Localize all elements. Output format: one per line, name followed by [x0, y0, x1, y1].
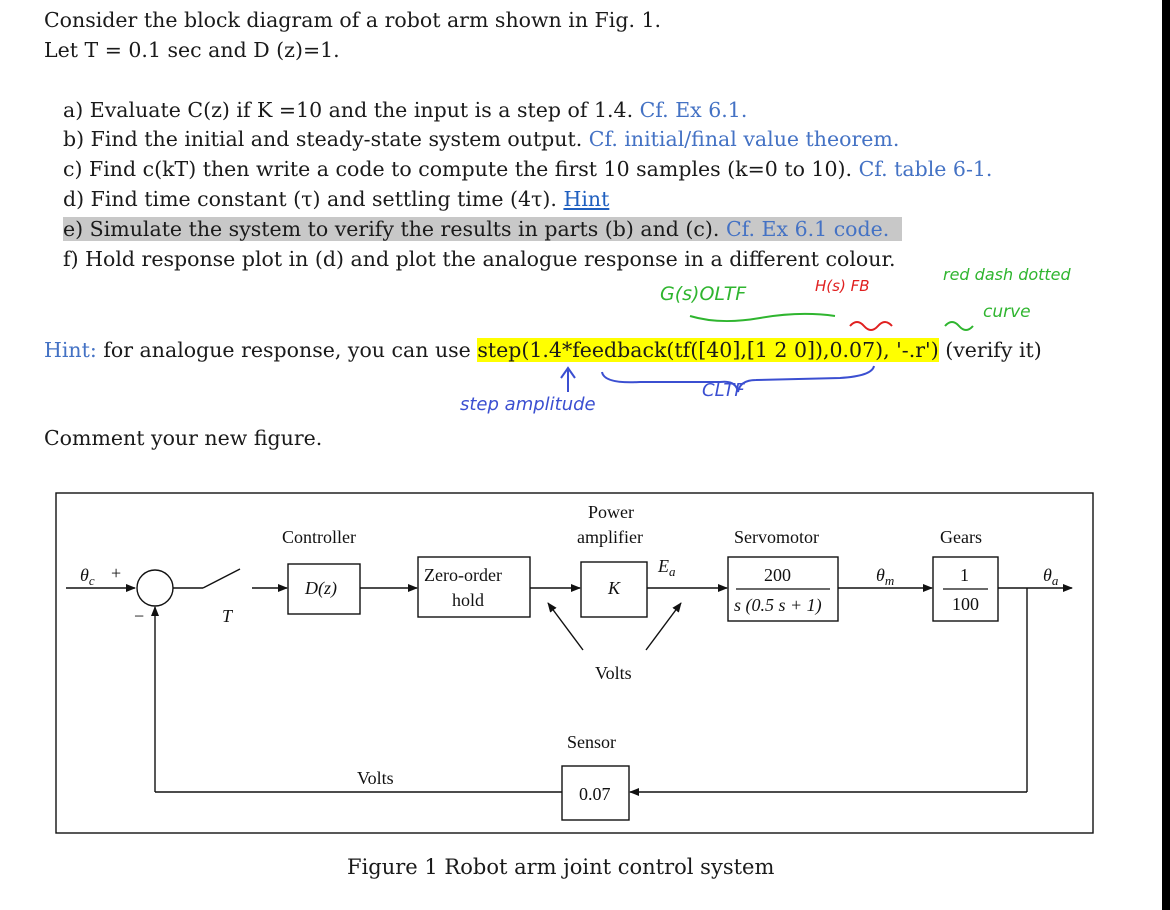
annotation-red-dash-dotted: red dash dotted [943, 265, 1071, 284]
item-f: f) Hold response plot in (d) and plot th… [63, 247, 896, 271]
annotation-gs-oltf: G(s)OLTF [660, 283, 747, 305]
comment-line: Comment your new figure. [44, 426, 323, 450]
item-d: d) Find time constant (τ) and settling t… [63, 187, 610, 211]
diagram-frame [55, 492, 1094, 834]
item-e-highlight: e) Simulate the system to verify the res… [63, 217, 903, 241]
zoh-line-1: Zero-order [424, 565, 502, 585]
annotation-hs-fb: H(s) FB [815, 277, 870, 295]
amp-gain: K [607, 578, 621, 598]
controller-transfer: D(z) [304, 578, 337, 599]
summing-junction [136, 569, 174, 607]
volts-arrow-left [547, 602, 584, 651]
hint-link[interactable]: Hint [563, 187, 610, 211]
item-e: e) Simulate the system to verify the res… [63, 215, 903, 243]
gears-numerator: 1 [960, 565, 969, 585]
theta-a: θa [1043, 565, 1059, 588]
plus-sign: + [111, 563, 121, 583]
hint-code: step(1.4*feedback(tf([40],[1 2 0]),0.07)… [477, 338, 939, 362]
sensor-block [561, 765, 630, 821]
sampler-switch [202, 568, 241, 589]
hint-line: Hint: for analogue response, you can use… [44, 338, 1042, 362]
amp-label-1: Power [588, 502, 634, 522]
theta-m: θm [876, 565, 894, 588]
ea-label: Ea [657, 556, 676, 579]
gears-denominator: 100 [952, 594, 979, 614]
servo-numerator: 200 [764, 565, 791, 585]
sensor-label: Sensor [567, 732, 616, 752]
controller-block [287, 563, 361, 615]
annotation-step-amplitude: step amplitude [460, 394, 596, 415]
intro-line-1: Consider the block diagram of a robot ar… [44, 8, 662, 32]
handwriting-strokes [560, 312, 974, 393]
zoh-block [417, 556, 531, 618]
item-c-ref: Cf. table 6-1. [858, 157, 993, 181]
item-a: a) Evaluate C(z) if K =10 and the input … [63, 98, 748, 122]
servo-denominator: s (0.5 s + 1) [734, 595, 822, 616]
volts-feedback-label: Volts [357, 768, 394, 788]
servo-label: Servomotor [734, 527, 819, 547]
intro-line-2: Let T = 0.1 sec and D (z)=1. [44, 38, 340, 62]
theta-c: θc [80, 565, 95, 588]
amp-label-2: amplifier [577, 527, 643, 547]
volts-arrow-right [645, 602, 682, 651]
controller-label: Controller [282, 527, 356, 547]
item-b: b) Find the initial and steady-state sys… [63, 127, 900, 151]
hint-label: Hint: [44, 338, 97, 362]
amp-block [580, 561, 648, 618]
item-a-ref: Cf. Ex 6.1. [639, 98, 748, 122]
item-b-ref: Cf. initial/final value theorem. [588, 127, 900, 151]
volts-amp-label: Volts [595, 663, 632, 683]
figure-caption: Figure 1 Robot arm joint control system [347, 855, 775, 879]
minus-sign: − [134, 606, 144, 626]
gears-label: Gears [940, 527, 982, 547]
annotation-curve: curve [983, 302, 1031, 322]
sensor-gain: 0.07 [579, 784, 611, 804]
item-c: c) Find c(kT) then write a code to compu… [63, 157, 993, 181]
sample-period-label: T [222, 606, 234, 626]
item-e-ref: Cf. Ex 6.1 code. [725, 217, 890, 241]
zoh-line-2: hold [452, 590, 484, 610]
